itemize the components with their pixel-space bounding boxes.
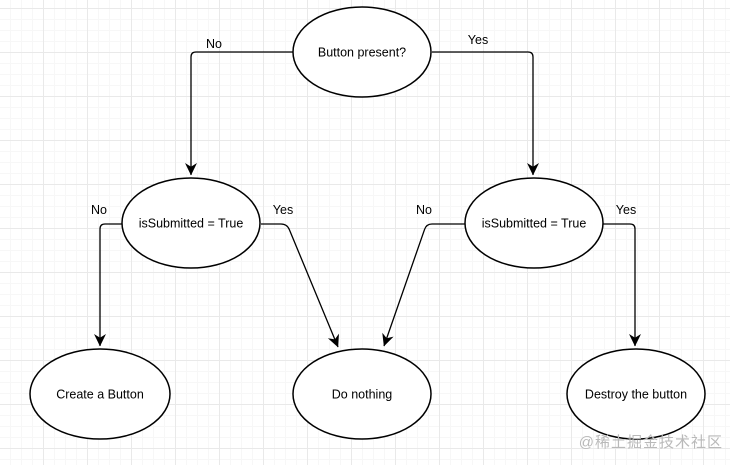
edge-label-no-right-mid: No bbox=[416, 203, 432, 217]
edge-left-no bbox=[94, 223, 122, 347]
node-destroy-the-button: Destroy the button bbox=[566, 348, 706, 440]
node-label-is-submitted-left: isSubmitted = True bbox=[139, 217, 244, 231]
node-label-create-a-button: Create a Button bbox=[56, 388, 144, 402]
node-is-submitted-left: isSubmitted = True bbox=[121, 177, 261, 269]
edge-label-yes-left-mid: Yes bbox=[273, 203, 293, 217]
edge-button-present-no bbox=[185, 51, 293, 176]
node-label-do-nothing: Do nothing bbox=[332, 388, 393, 402]
node-label-is-submitted-right: isSubmitted = True bbox=[482, 217, 587, 231]
node-create-a-button: Create a Button bbox=[29, 348, 171, 440]
node-label-button-present: Button present? bbox=[318, 46, 406, 60]
node-label-destroy-the-button: Destroy the button bbox=[585, 388, 687, 402]
node-is-submitted-right: isSubmitted = True bbox=[464, 177, 604, 269]
watermark: @稀土掘金技术社区 bbox=[578, 434, 723, 451]
edge-label-yes-top-right: Yes bbox=[468, 33, 488, 47]
node-do-nothing: Do nothing bbox=[292, 348, 432, 440]
edge-left-yes bbox=[261, 223, 339, 348]
edge-right-no bbox=[382, 223, 466, 347]
edge-label-no-top-left: No bbox=[206, 37, 222, 51]
edge-label-no-left: No bbox=[91, 203, 107, 217]
edge-right-yes bbox=[603, 223, 641, 347]
edge-label-yes-right: Yes bbox=[616, 203, 636, 217]
edge-button-present-yes bbox=[432, 51, 539, 176]
node-button-present: Button present? bbox=[292, 6, 432, 98]
